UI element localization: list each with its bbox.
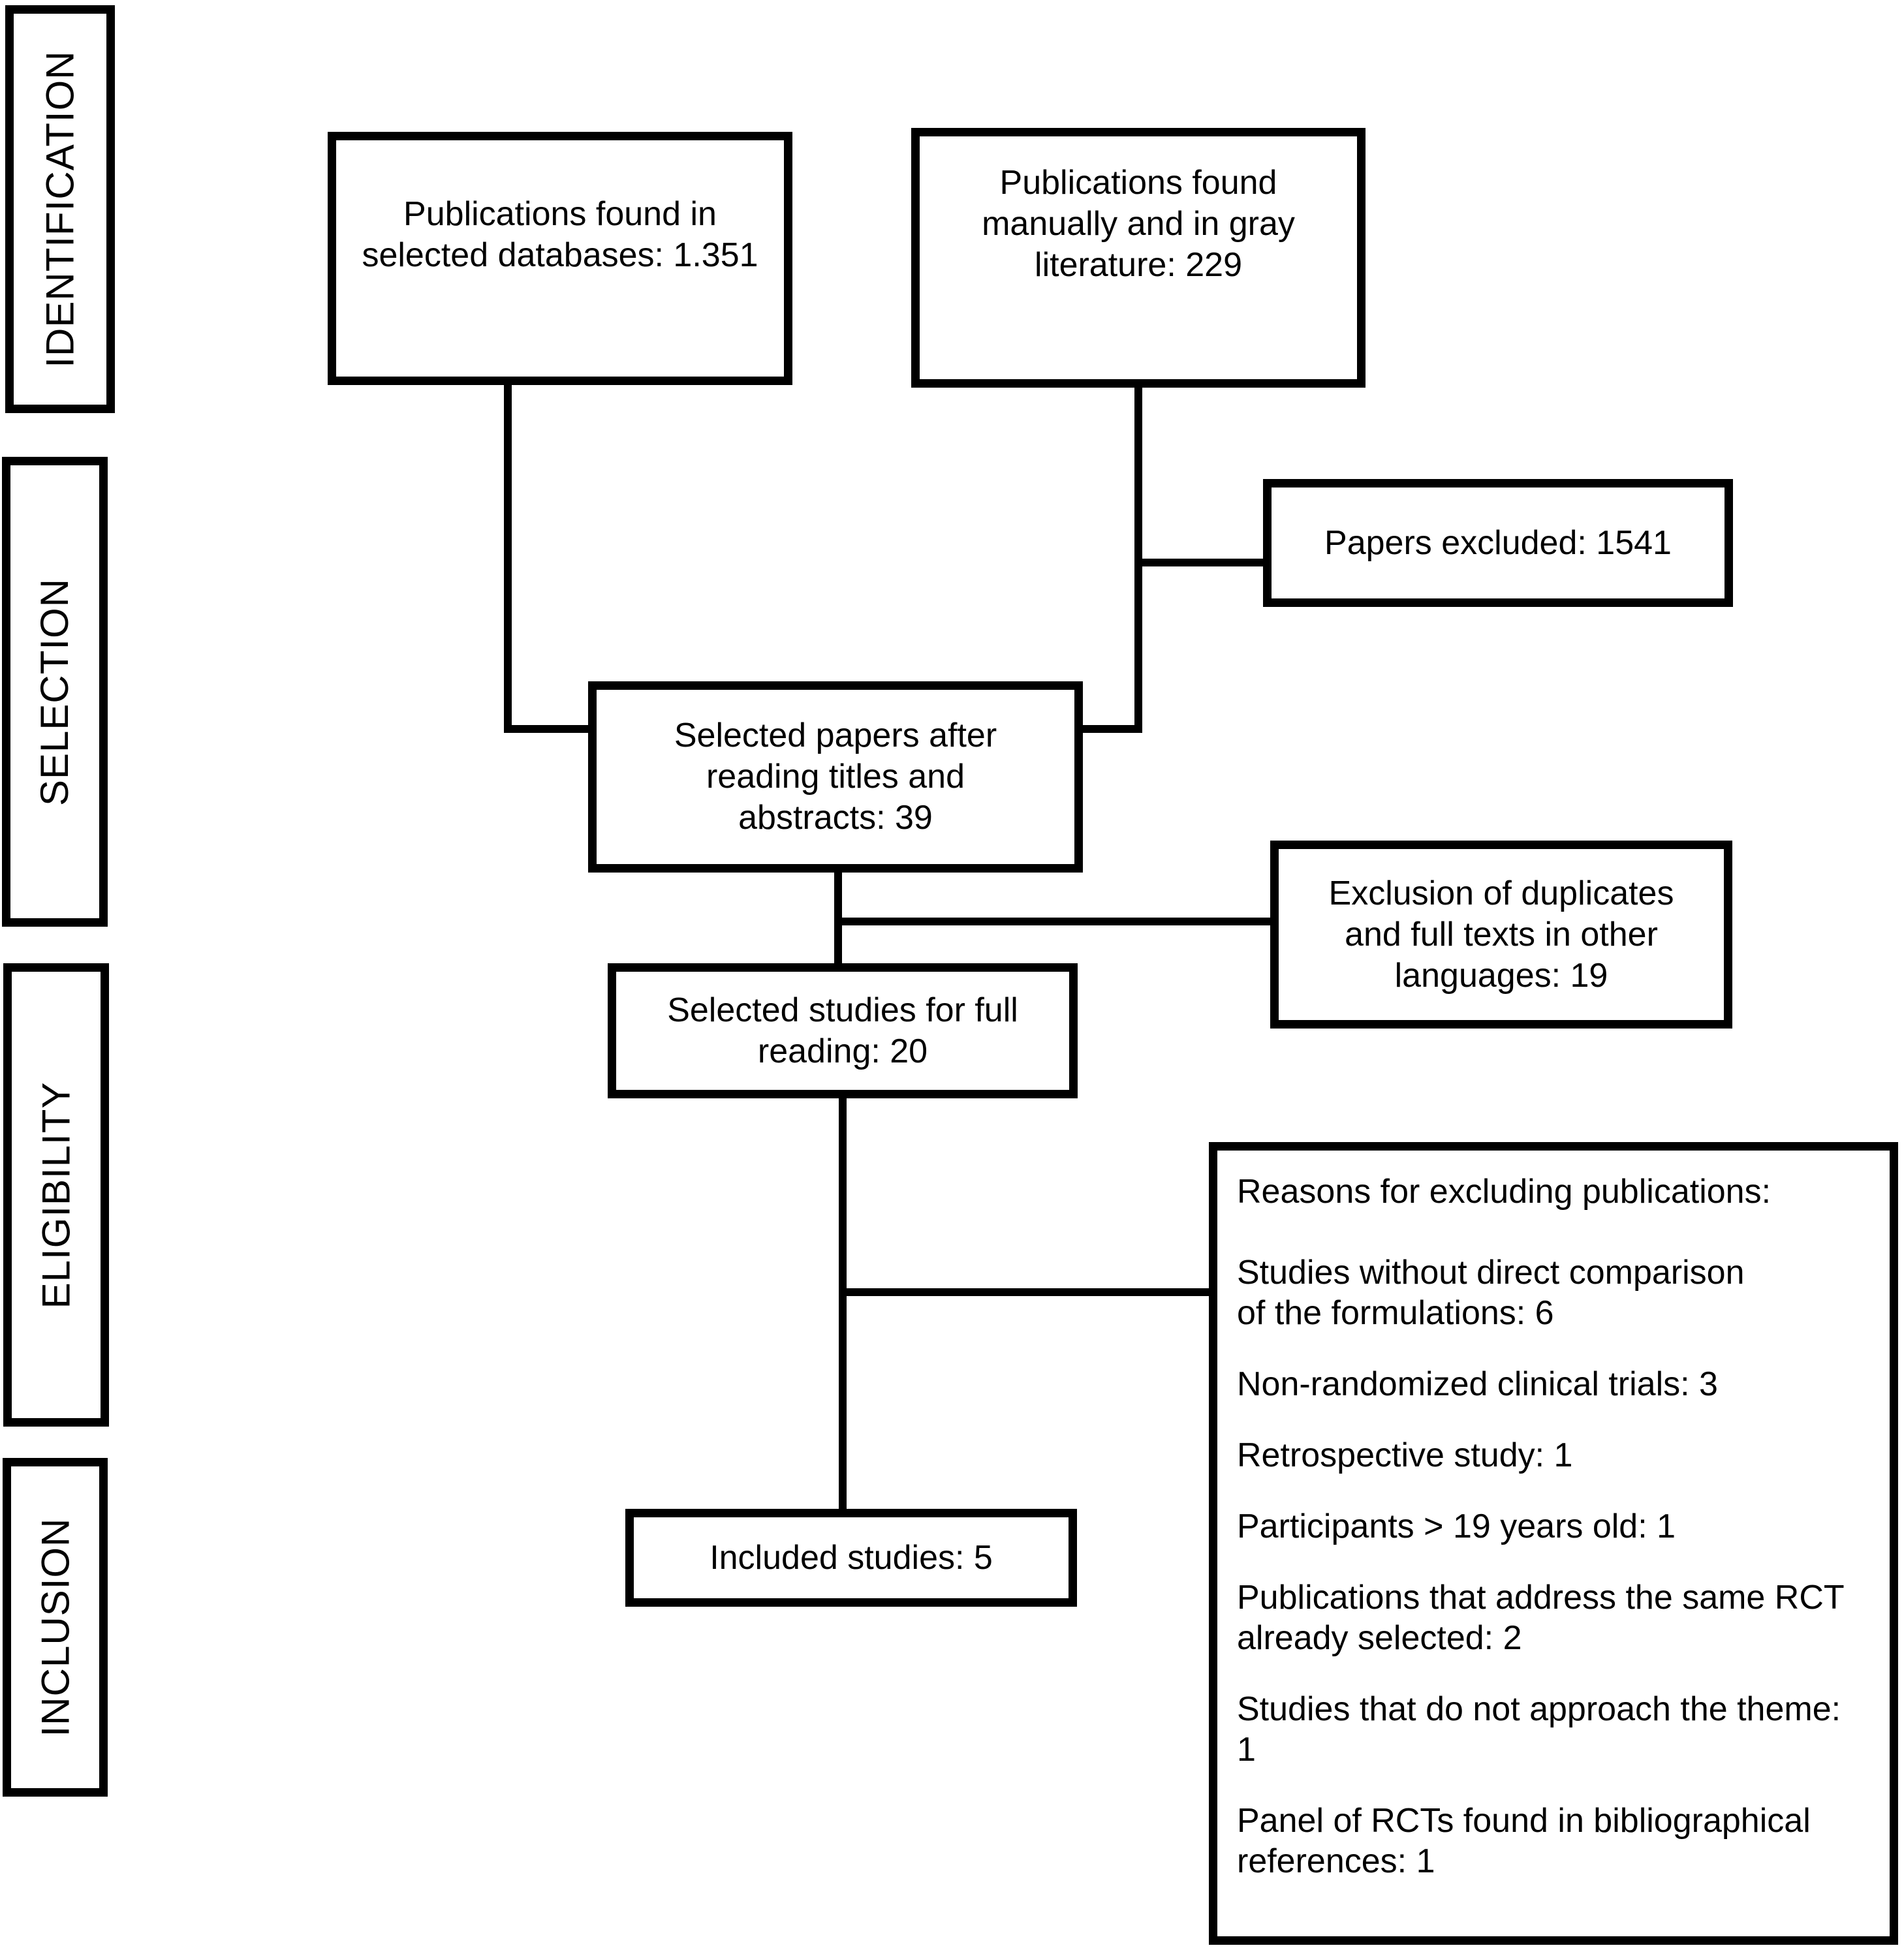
stage-label-eligibility: ELIGIBILITY <box>34 1081 78 1308</box>
flow-box-selected-titles-abstracts-text: Selected papers after reading titles and… <box>674 717 997 837</box>
flow-box-full-reading: Selected studies for full reading: 20 <box>608 963 1078 1098</box>
connector-branch-to-excluded <box>1134 559 1263 566</box>
stage-label-selection: SELECTION <box>33 578 77 806</box>
flow-box-selected-titles-abstracts: Selected papers after reading titles and… <box>588 681 1083 873</box>
flow-box-publications-databases-text: Publications found in selected databases… <box>362 195 758 274</box>
connector-manual-down <box>1134 381 1142 733</box>
flow-box-full-reading-text: Selected studies for full reading: 20 <box>667 991 1018 1070</box>
exclusion-reason-item: Non-randomized clinical trials: 3 <box>1237 1365 1718 1403</box>
flow-box-papers-excluded-text: Papers excluded: 1541 <box>1324 523 1672 562</box>
connector-fullread-down <box>839 1094 847 1513</box>
flow-box-exclusion-duplicates-text: Exclusion of duplicates and full texts i… <box>1328 874 1674 995</box>
connector-manual-to-titles <box>1083 725 1142 733</box>
exclusion-reason-item: Studies without direct comparison of the… <box>1237 1254 1745 1332</box>
stage-box-selection: SELECTION <box>2 457 108 927</box>
stage-label-inclusion: INCLUSION <box>33 1517 77 1737</box>
exclusion-reason-item: Retrospective study: 1 <box>1237 1436 1573 1474</box>
flow-box-papers-excluded: Papers excluded: 1541 <box>1263 479 1733 607</box>
stage-box-identification: IDENTIFICATION <box>5 5 115 413</box>
flow-box-publications-databases: Publications found in selected databases… <box>328 132 792 385</box>
stage-label-identification: IDENTIFICATION <box>38 50 82 368</box>
flow-box-included-studies-text: Included studies: 5 <box>710 1538 993 1577</box>
connector-databases-to-titles <box>504 725 588 733</box>
exclusion-reason-item: Panel of RCTs found in bibliographical r… <box>1237 1802 1811 1880</box>
exclusion-reason-item: Studies that do not approach the theme: … <box>1237 1690 1841 1769</box>
stage-box-eligibility: ELIGIBILITY <box>3 963 109 1427</box>
flow-box-publications-manual-text: Publications found manually and in gray … <box>982 164 1295 284</box>
exclusion-reason-item: Publications that address the same RCT a… <box>1237 1579 1845 1657</box>
connector-branch-to-reasons <box>839 1288 1209 1296</box>
flow-box-publications-manual: Publications found manually and in gray … <box>911 128 1366 388</box>
exclusion-reasons-title: Reasons for excluding publications: <box>1237 1173 1771 1211</box>
flow-box-exclusion-duplicates: Exclusion of duplicates and full texts i… <box>1270 841 1732 1029</box>
flow-box-included-studies: Included studies: 5 <box>625 1509 1077 1607</box>
connector-branch-to-duplicates <box>834 918 1270 925</box>
flow-box-exclusion-reasons: Reasons for excluding publications: Stud… <box>1209 1142 1898 1945</box>
exclusion-reason-item: Participants > 19 years old: 1 <box>1237 1508 1676 1545</box>
connector-databases-down <box>504 379 512 733</box>
stage-box-inclusion: INCLUSION <box>3 1458 108 1797</box>
